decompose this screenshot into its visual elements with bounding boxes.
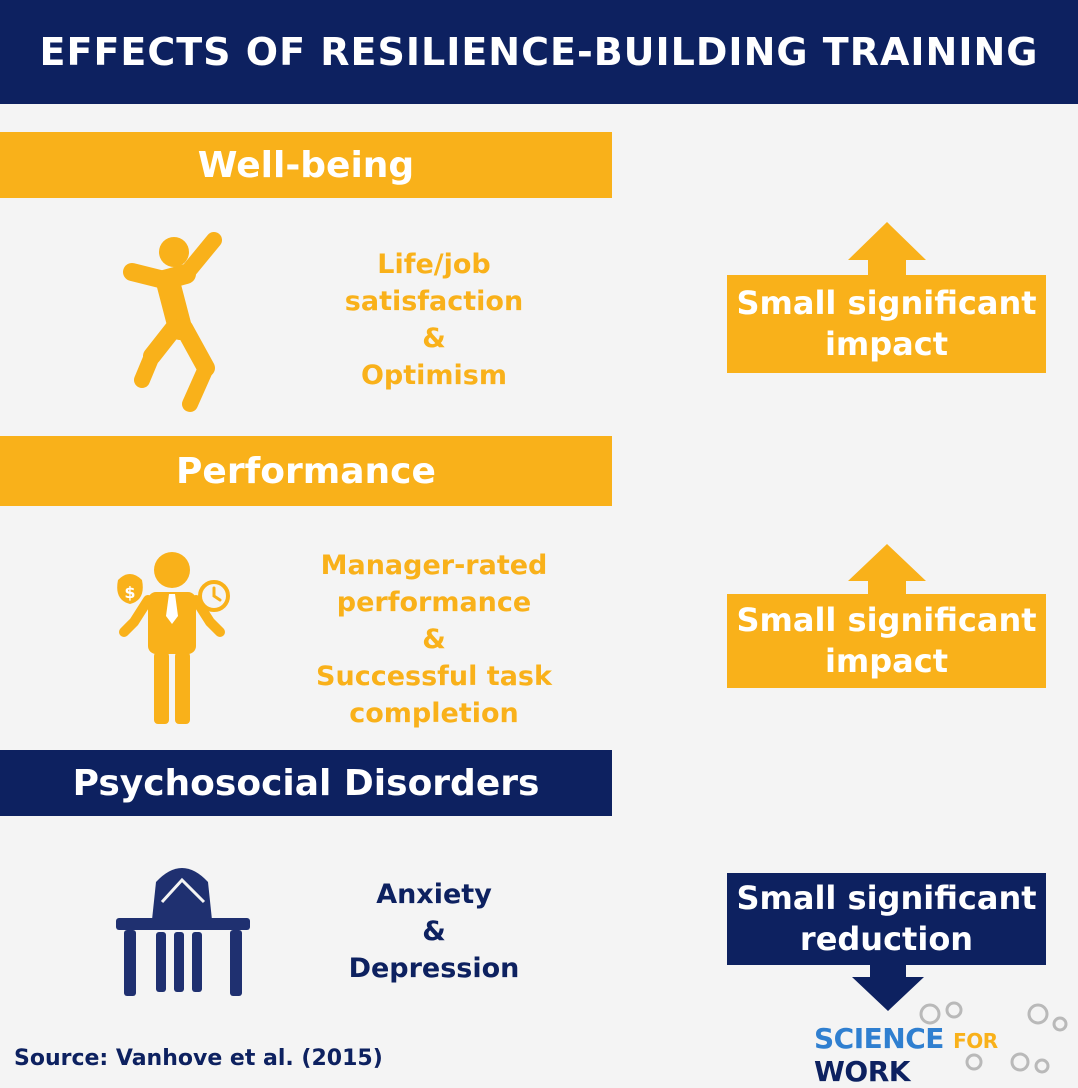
- psychosocial-description: Anxiety & Depression: [348, 879, 520, 984]
- wellbeing-description: Life/job satisfaction & Optimism: [344, 249, 524, 391]
- page-title: EFFECTS OF RESILIENCE-BUILDING TRAINING: [0, 0, 1078, 104]
- arrow-up-icon: [848, 222, 926, 276]
- section-heading-performance: Performance: [0, 436, 612, 506]
- businessman-money-clock-icon: $: [117, 552, 230, 724]
- jumping-person-icon: [123, 232, 222, 412]
- performance-impact-badge: Small significant impact: [727, 594, 1046, 688]
- gears-icon: [919, 1001, 1068, 1074]
- performance-description: Manager-rated performance & Successful t…: [316, 550, 552, 729]
- arrow-down-icon: [852, 963, 924, 1011]
- logo-text: SCIENCE FOR WORK: [814, 1022, 998, 1088]
- source-citation: Source: Vanhove et al. (2015): [14, 1046, 383, 1071]
- psychosocial-impact-badge: Small significant reduction: [727, 873, 1046, 965]
- section-heading-wellbeing: Well-being: [0, 132, 612, 198]
- wellbeing-impact-badge: Small significant impact: [727, 275, 1046, 373]
- science-for-work-logo: SCIENCE FOR WORK: [814, 1000, 1076, 1088]
- section-heading-psychosocial: Psychosocial Disorders: [0, 750, 612, 816]
- arrow-up-icon: [848, 544, 926, 596]
- svg-text:$: $: [124, 583, 135, 602]
- stressed-person-desk-icon: [116, 868, 250, 996]
